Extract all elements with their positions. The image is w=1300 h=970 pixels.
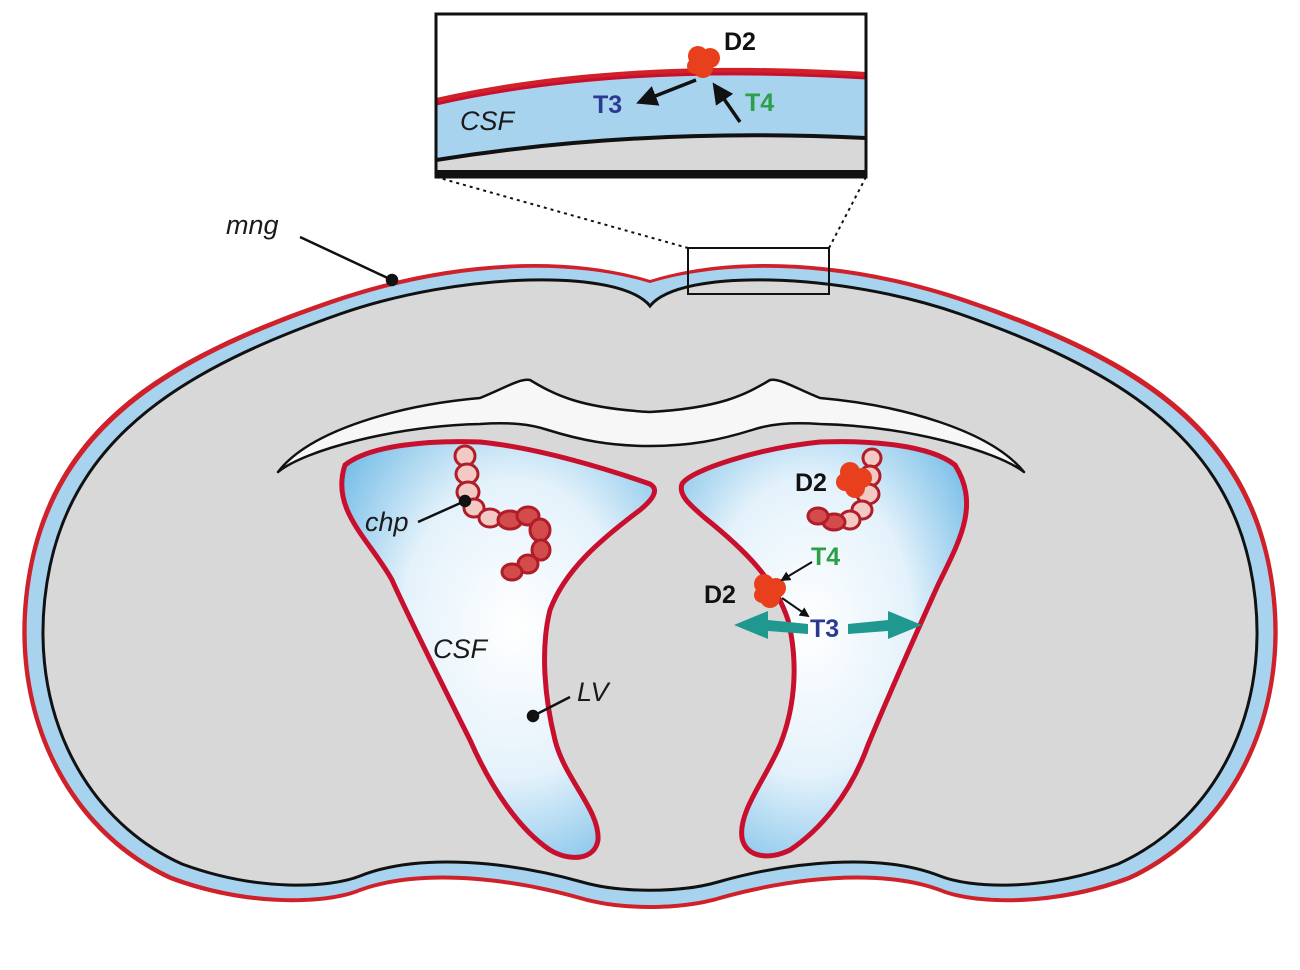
t3-inset-label: T3	[593, 91, 622, 119]
t4-inset-label: T4	[745, 89, 774, 117]
csf-ventricle-label: CSF	[433, 634, 489, 664]
d2-ependyma-label: D2	[704, 581, 736, 609]
inset-tissue	[436, 135, 866, 177]
lv-leader	[532, 695, 571, 718]
right-lateral-ventricle	[678, 439, 970, 859]
d2-to-t3-arrow	[781, 597, 810, 618]
inset-t4-to-d2-arrow	[712, 82, 742, 123]
mng-leader	[299, 235, 393, 282]
leader-lines	[299, 235, 571, 723]
brain-tissue	[41, 278, 1259, 892]
d2-enzyme-ependyma	[754, 574, 786, 608]
t4-to-d2-arrow	[780, 561, 813, 582]
t3-transport-right-arrow	[848, 611, 922, 639]
inset-csf	[436, 73, 866, 160]
lv-label: LV	[577, 677, 612, 707]
d2-choroid-label: D2	[795, 469, 827, 497]
chp-label: chp	[365, 507, 409, 537]
zoom-connector-left	[435, 176, 689, 249]
t3-ependyma-label: T3	[810, 615, 839, 643]
corpus-callosum	[276, 378, 1026, 474]
d2-inset-label: D2	[724, 28, 756, 56]
zoom-connector-right	[828, 176, 867, 249]
inset-panel	[434, 12, 868, 179]
chp-leader	[417, 499, 466, 524]
t3-transport-left-arrow	[734, 611, 808, 639]
inset-d2-to-t3-arrow	[636, 78, 697, 106]
csf-inset-label: CSF	[460, 106, 516, 136]
brain-outline	[22, 263, 1278, 909]
zoom-region-box	[687, 247, 830, 295]
d2-enzyme-choroid	[836, 462, 872, 498]
mng-label: mng	[226, 210, 279, 240]
t4-ependyma-label: T4	[811, 543, 840, 571]
d2-enzyme-inset	[687, 46, 720, 78]
t3-transport-arrows	[734, 611, 922, 639]
left-lateral-ventricle	[339, 439, 657, 860]
text-labels: mng chp CSF LV CSF D2 T3 T4 D2 T4 D2 T3	[226, 28, 840, 707]
left-choroid-plexus	[453, 444, 552, 582]
